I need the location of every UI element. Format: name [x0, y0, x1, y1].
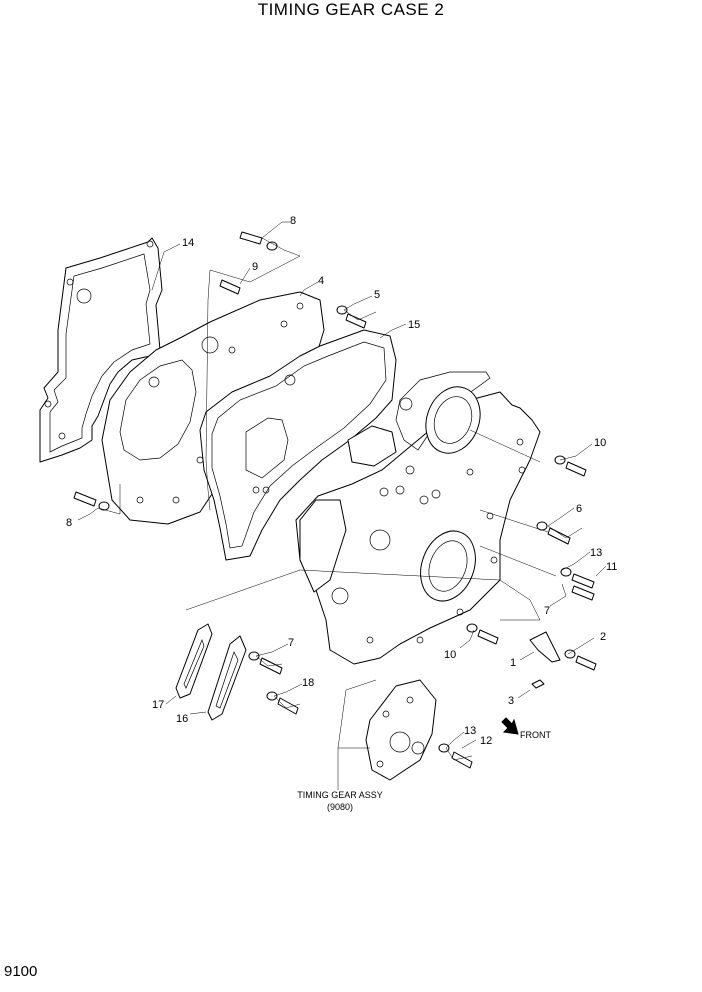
gasket-14 [39, 237, 163, 463]
callout-10-lower: 10 [444, 649, 456, 661]
front-cover [365, 679, 437, 781]
gasket-16 [207, 635, 247, 721]
callout-14: 14 [182, 237, 194, 249]
callout-7-lower: 7 [288, 637, 294, 649]
bolt-9 [219, 279, 241, 295]
bolt-10-lower [466, 623, 499, 645]
bolt-8-left [73, 491, 110, 511]
callout-4: 4 [318, 275, 324, 287]
callout-7-right: 7 [544, 605, 550, 617]
callout-2: 2 [600, 631, 606, 643]
page-number: 9100 [4, 963, 38, 980]
callout-1: 1 [510, 657, 516, 669]
callout-3: 3 [508, 695, 514, 707]
front-arrow-icon [501, 717, 519, 735]
assembly-label: TIMING GEAR ASSY [297, 790, 383, 800]
gasket-15 [199, 329, 397, 561]
bolt-5 [336, 305, 367, 329]
bolt-7-lower [248, 651, 283, 675]
callout-5: 5 [374, 289, 380, 301]
callout-15: 15 [408, 319, 420, 331]
leader-lines [77, 221, 607, 790]
bolt-18 [266, 691, 299, 715]
bolt-12 [438, 743, 473, 769]
callout-18: 18 [302, 677, 314, 689]
assembly-ref: (9080) [327, 802, 353, 812]
callout-8-left: 8 [66, 517, 72, 529]
pointer-1 [529, 631, 561, 663]
callout-11: 11 [606, 561, 617, 573]
callout-12: 12 [480, 735, 492, 747]
bolt-11 [560, 567, 595, 601]
pin-3 [531, 679, 545, 689]
callout-8-top: 8 [290, 215, 296, 227]
front-label: FRONT [520, 730, 551, 740]
bolt-8-top [239, 231, 278, 251]
page-title: TIMING GEAR CASE 2 [257, 0, 445, 19]
timing-gear-case [295, 371, 541, 665]
gasket-17 [175, 623, 213, 699]
callout-9: 9 [252, 261, 258, 273]
callout-10-right: 10 [594, 437, 606, 449]
bolt-10-right [554, 455, 587, 477]
callout-6: 6 [576, 503, 582, 515]
callout-13-lower: 13 [464, 725, 476, 737]
bolt-6 [536, 521, 571, 545]
callout-16: 16 [176, 713, 188, 725]
callout-17: 17 [152, 699, 164, 711]
callout-13-right: 13 [590, 547, 602, 559]
bolt-2 [564, 649, 597, 671]
